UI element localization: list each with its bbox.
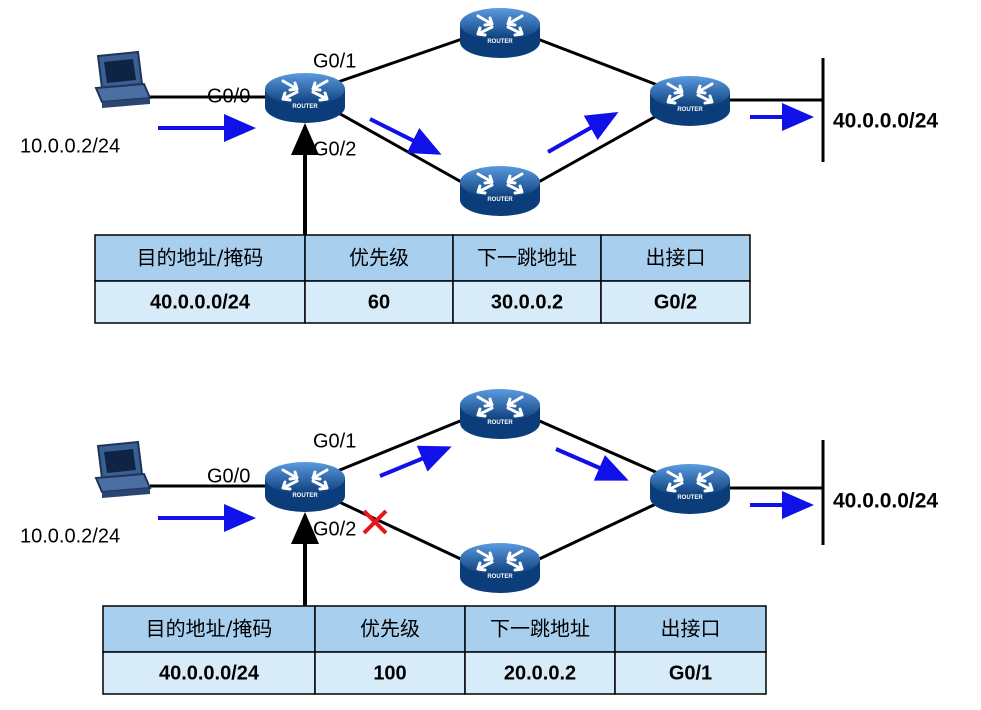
table-header-text: 优先级 xyxy=(360,617,420,641)
table-data-cell xyxy=(600,280,751,324)
router-bottom: ROUTER xyxy=(458,541,542,595)
table-data-cell xyxy=(464,651,616,695)
router-caption: ROUTER xyxy=(487,574,513,580)
destination-network-label: 40.0.0.0/24 xyxy=(833,110,938,133)
scenario-2: ROUTERROUTERROUTERROUTER10.0.0.2/24G0/0G… xyxy=(20,387,938,695)
table-data-text: 40.0.0.0/24 xyxy=(150,291,251,313)
router-caption: ROUTER xyxy=(487,197,513,203)
table-header-text: 下一跳地址 xyxy=(490,617,590,641)
link-top-end xyxy=(534,36,661,88)
pc-icon xyxy=(95,441,151,499)
table-data-cell xyxy=(304,280,454,324)
table-data-text: 30.0.0.2 xyxy=(491,291,563,313)
table-data-cell xyxy=(94,280,306,324)
pc-icon xyxy=(95,51,151,109)
table-header-cell xyxy=(94,234,306,282)
router-bottom: ROUTER xyxy=(458,164,542,218)
interface-g1-label: G0/1 xyxy=(313,50,356,72)
table-data-text: G0/2 xyxy=(654,291,697,313)
table-header-cell xyxy=(452,234,602,282)
link-top-end xyxy=(534,417,661,476)
routing-table: 目的地址/掩码 40.0.0.0/24 优先级 60 下一跳地址 30.0.0.2 出接口 G… xyxy=(94,234,751,324)
table-data-text: G0/1 xyxy=(669,662,712,684)
table-header-text: 出接口 xyxy=(661,617,721,641)
interface-g2-label: G0/2 xyxy=(313,518,356,540)
table-header-cell xyxy=(600,234,751,282)
router-caption: ROUTER xyxy=(677,495,703,501)
router-caption: ROUTER xyxy=(487,420,513,426)
table-header-text: 目的地址/掩码 xyxy=(137,246,264,270)
router-caption: ROUTER xyxy=(292,493,318,499)
routing-table: 目的地址/掩码 40.0.0.0/24 优先级 100 下一跳地址 20.0.0.2 出接口… xyxy=(102,605,767,695)
link-bottom-end xyxy=(534,112,661,186)
table-header-cell xyxy=(614,605,767,653)
router-caption: ROUTER xyxy=(292,104,318,110)
table-data-cell xyxy=(614,651,767,695)
router-top: ROUTER xyxy=(458,6,542,60)
table-header-text: 目的地址/掩码 xyxy=(146,617,273,641)
traffic-arrow-via-bottom-2 xyxy=(547,112,619,154)
router-egress: ROUTER xyxy=(648,462,732,516)
link-failure-x-icon xyxy=(362,509,388,535)
table-header-text: 优先级 xyxy=(349,246,409,270)
router-caption: ROUTER xyxy=(677,107,703,113)
interface-g0-label: G0/0 xyxy=(207,85,250,107)
link-r1-bottom xyxy=(334,109,466,186)
router-ingress: ROUTER xyxy=(263,460,347,514)
link-r1-top xyxy=(334,417,466,474)
interface-g2-label: G0/2 xyxy=(313,138,356,160)
interface-g0-label: G0/0 xyxy=(207,465,250,487)
router-ingress: ROUTER xyxy=(263,71,347,125)
table-data-cell xyxy=(314,651,466,695)
router-egress: ROUTER xyxy=(648,74,732,128)
table-data-text: 100 xyxy=(373,662,406,684)
table-header-text: 下一跳地址 xyxy=(477,246,577,270)
table-data-text: 20.0.0.2 xyxy=(504,662,576,684)
interface-g1-label: G0/1 xyxy=(313,430,356,452)
traffic-arrow-via-bottom-1 xyxy=(369,117,442,155)
table-header-cell xyxy=(464,605,616,653)
table-data-text: 60 xyxy=(368,291,390,313)
router-caption: ROUTER xyxy=(487,39,513,45)
destination-network-label: 40.0.0.0/24 xyxy=(833,490,938,513)
host-ip-label: 10.0.0.2/24 xyxy=(20,525,120,547)
table-data-cell xyxy=(102,651,316,695)
router-top: ROUTER xyxy=(458,387,542,441)
scenario-1: ROUTERROUTERROUTERROUTER10.0.0.2/24G0/0G… xyxy=(20,6,938,324)
link-r1-top xyxy=(334,36,466,85)
link-bottom-end xyxy=(534,500,661,563)
table-data-text: 40.0.0.0/24 xyxy=(159,662,260,684)
table-header-cell xyxy=(102,605,316,653)
table-header-text: 出接口 xyxy=(646,246,706,270)
table-header-cell xyxy=(314,605,466,653)
traffic-arrow-via-top-2 xyxy=(555,447,629,481)
link-r1-bottom xyxy=(334,498,466,563)
traffic-arrow-via-top-1 xyxy=(379,445,452,478)
table-data-cell xyxy=(452,280,602,324)
host-ip-label: 10.0.0.2/24 xyxy=(20,135,120,157)
